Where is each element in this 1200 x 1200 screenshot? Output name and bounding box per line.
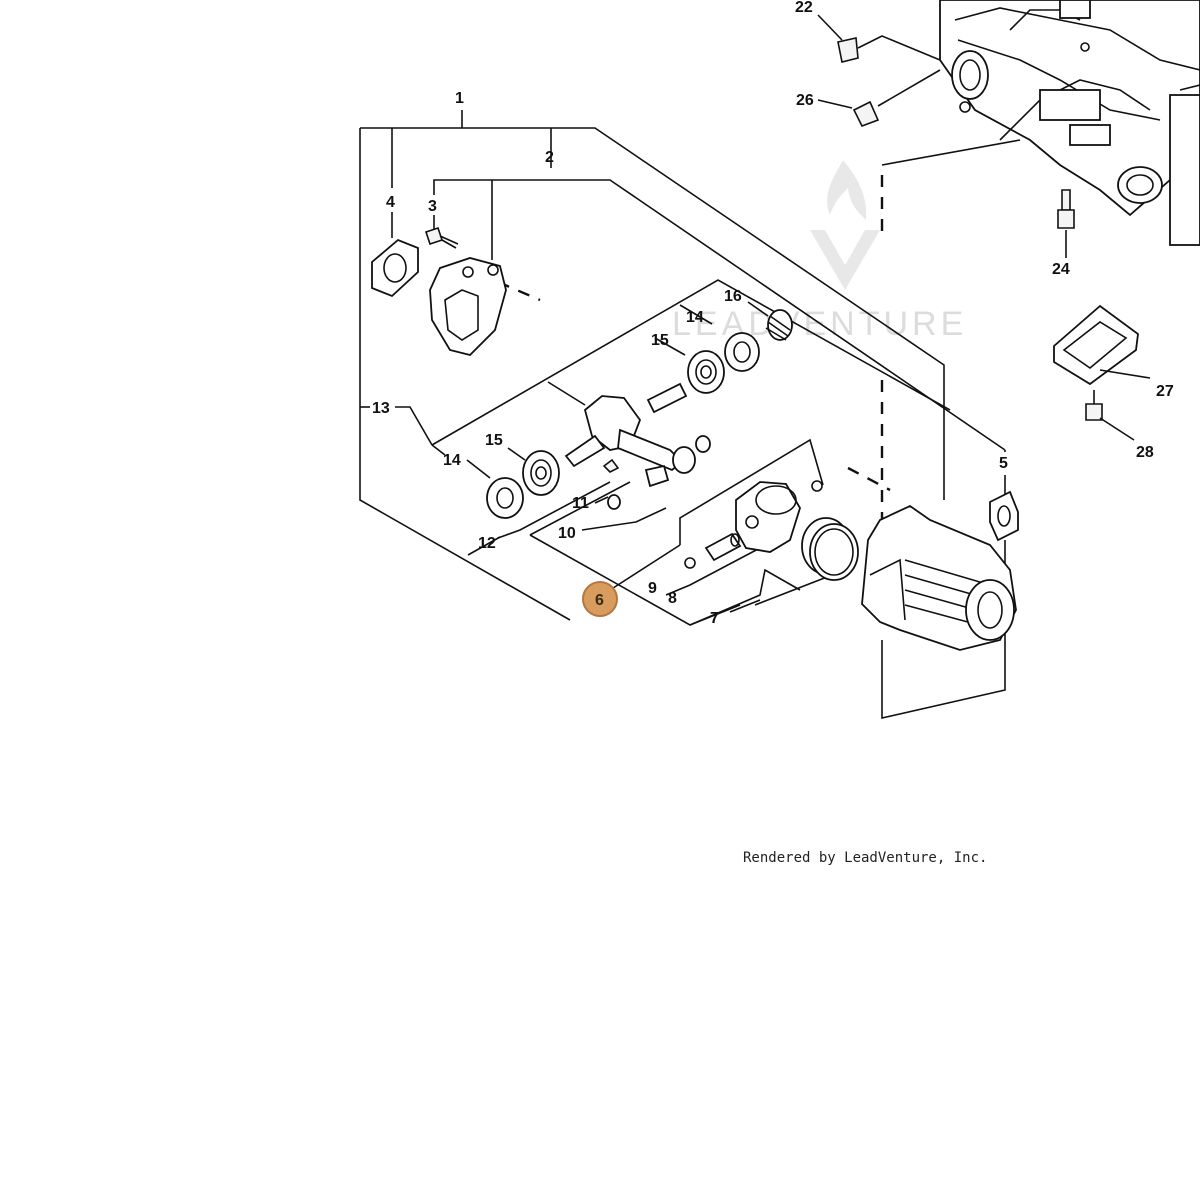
callout-6[interactable]: 6 xyxy=(595,592,604,609)
callout-15-lower[interactable]: 15 xyxy=(485,432,503,449)
part-22-clip-icon xyxy=(817,14,941,63)
bracket-13 xyxy=(360,279,951,479)
bracket-1 xyxy=(359,110,945,621)
part-24-screw-icon xyxy=(1057,189,1075,258)
callout-12[interactable]: 12 xyxy=(478,535,496,552)
part-cylinder-icon xyxy=(861,504,1017,651)
callout-28[interactable]: 28 xyxy=(1136,444,1154,461)
callout-16[interactable]: 16 xyxy=(724,288,742,305)
part-16-worm-icon xyxy=(747,301,793,341)
part-15-bearing-lower-icon xyxy=(522,450,560,496)
part-26-plug-icon xyxy=(817,69,941,128)
part-11-ring-icon xyxy=(607,435,711,510)
part-28-screw-icon xyxy=(1085,390,1135,441)
callout-13[interactable]: 13 xyxy=(372,400,390,417)
crankcase-housing-part xyxy=(939,0,1200,246)
callout-10[interactable]: 10 xyxy=(558,525,576,542)
bracket-10-11 xyxy=(529,481,667,536)
watermark-logo-icon xyxy=(810,160,880,290)
callout-26[interactable]: 26 xyxy=(796,92,814,109)
callout-3[interactable]: 3 xyxy=(428,198,437,215)
callout-7[interactable]: 7 xyxy=(710,610,719,627)
callout-8[interactable]: 8 xyxy=(668,590,677,607)
bracket-2 xyxy=(433,128,1006,451)
bracket-12 xyxy=(467,481,611,556)
callout-11[interactable]: 11 xyxy=(572,495,589,512)
part-9-circlip-icon xyxy=(684,480,823,569)
callout-2[interactable]: 2 xyxy=(545,149,554,166)
leadventure-watermark: LEADVENTURE xyxy=(672,160,963,343)
callout-15-upper[interactable]: 15 xyxy=(651,332,669,349)
highlight-marker-callout-6[interactable] xyxy=(582,581,618,617)
part-14-seal-lower-icon xyxy=(486,477,524,519)
part-piston-rings-icon xyxy=(801,517,859,581)
part-15-bearing-upper-icon xyxy=(687,350,725,394)
callout-22[interactable]: 22 xyxy=(795,0,813,16)
part-7-piston-icon xyxy=(735,481,801,553)
callout-24[interactable]: 24 xyxy=(1052,261,1070,278)
part-8-piston-pin-icon xyxy=(704,532,742,562)
part-5-gasket-icon xyxy=(989,490,1019,542)
callout-4[interactable]: 4 xyxy=(386,194,395,211)
callout-9[interactable]: 9 xyxy=(648,580,657,597)
part-13-crankshaft-icon xyxy=(564,382,696,488)
callout-1[interactable]: 1 xyxy=(455,90,464,107)
render-credit: Rendered by LeadVenture, Inc. xyxy=(743,850,987,866)
assembly-dashed-lines xyxy=(497,139,1021,520)
part-14-seal-upper-icon xyxy=(724,332,760,372)
part-4-gasket-icon xyxy=(371,238,419,298)
callout-labels: 1 2 3 4 5 6 7 8 9 10 11 12 13 14 14 15 1… xyxy=(372,0,1174,627)
callout-27[interactable]: 27 xyxy=(1156,383,1174,400)
callout-5[interactable]: 5 xyxy=(999,455,1008,472)
bracket-7-piston xyxy=(529,438,846,626)
part-3-bolt-icon xyxy=(424,226,459,249)
part-2-crankcase-half-icon xyxy=(429,257,507,356)
part-27-plate-icon xyxy=(1053,304,1151,386)
callout-14-upper[interactable]: 14 xyxy=(686,309,704,326)
callout-14-lower[interactable]: 14 xyxy=(443,452,461,469)
